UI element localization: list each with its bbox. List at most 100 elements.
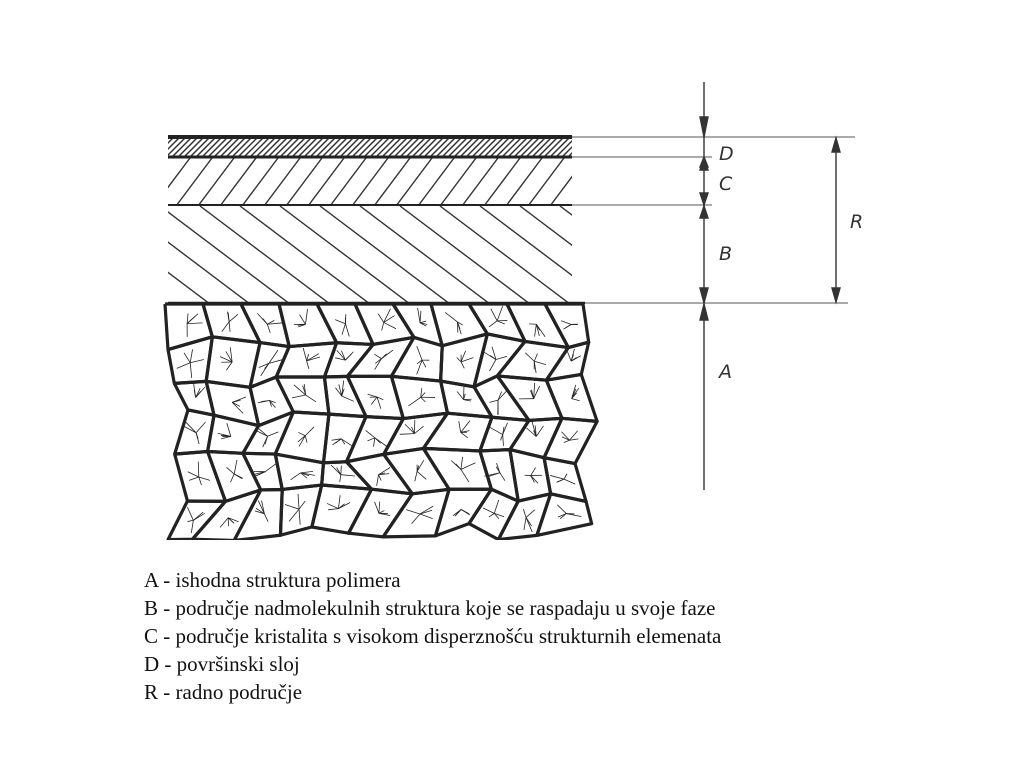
grain-texture bbox=[416, 471, 427, 480]
grain-texture bbox=[530, 475, 539, 484]
grain-texture bbox=[525, 352, 535, 362]
grain-texture bbox=[297, 435, 306, 443]
hatch-line bbox=[600, 206, 730, 304]
grain-texture bbox=[383, 308, 391, 323]
hatch-line bbox=[411, 137, 433, 157]
hatch-line bbox=[273, 137, 295, 157]
grain-texture bbox=[231, 402, 244, 414]
hatch-line bbox=[519, 206, 572, 247]
hatch-line bbox=[168, 301, 171, 304]
legend-item-a: A - ishodna struktura polimera bbox=[144, 568, 401, 592]
grain-texture bbox=[190, 359, 204, 364]
hatch-line bbox=[168, 211, 291, 304]
hatch-line bbox=[189, 137, 211, 157]
grain-texture bbox=[193, 390, 197, 398]
grain-texture bbox=[304, 426, 315, 437]
hatch-line bbox=[483, 137, 505, 157]
hatch-line bbox=[176, 158, 213, 205]
arrow-c-bottom bbox=[699, 192, 709, 208]
hatch-line bbox=[237, 137, 259, 157]
grain-texture bbox=[550, 475, 565, 480]
grain-texture bbox=[533, 383, 536, 399]
hatch-line bbox=[291, 137, 313, 157]
grain-texture bbox=[376, 396, 384, 401]
hatch-line bbox=[285, 137, 307, 157]
grain-texture bbox=[258, 428, 268, 437]
grain-texture bbox=[197, 461, 200, 478]
grain-texture bbox=[367, 393, 378, 398]
grain-texture bbox=[306, 353, 319, 362]
grain-texture bbox=[419, 310, 422, 323]
layer-dimension-line bbox=[698, 82, 710, 490]
legend-item-d: D - površinski sloj bbox=[144, 652, 300, 676]
hatch-line bbox=[327, 137, 349, 157]
label-r: R bbox=[850, 211, 863, 233]
grain-texture bbox=[450, 460, 462, 470]
grain-texture bbox=[306, 356, 321, 362]
grain-texture bbox=[565, 324, 572, 329]
arrow-b-bottom bbox=[699, 287, 709, 306]
hatch-line bbox=[506, 158, 543, 205]
grain-texture bbox=[338, 384, 343, 397]
grain-texture bbox=[561, 431, 570, 441]
grain-texture bbox=[341, 380, 345, 397]
legend-item-b: B - područje nadmolekulnih struktura koj… bbox=[144, 596, 716, 620]
grain-texture bbox=[378, 474, 382, 481]
grain-texture bbox=[419, 509, 433, 515]
grain-texture bbox=[490, 308, 498, 322]
hatch-line bbox=[507, 137, 529, 157]
arrow-r-bottom bbox=[831, 287, 841, 305]
grain-texture bbox=[230, 473, 235, 483]
grain-texture bbox=[341, 323, 346, 335]
arrow-d-top bbox=[699, 116, 709, 138]
grain-texture bbox=[298, 432, 306, 437]
grain-texture bbox=[531, 421, 537, 437]
grain-texture bbox=[189, 362, 193, 378]
grain-texture bbox=[187, 322, 203, 324]
grain-texture bbox=[300, 472, 308, 479]
hatch-line bbox=[484, 158, 521, 205]
grain-texture bbox=[226, 466, 235, 475]
grain-texture bbox=[256, 430, 268, 437]
grain-texture bbox=[419, 513, 433, 519]
hatch-line bbox=[393, 137, 415, 157]
hatch-line bbox=[279, 206, 411, 304]
grain-texture bbox=[293, 384, 306, 396]
hatch-line bbox=[264, 158, 301, 205]
grain-texture bbox=[335, 387, 342, 397]
grain-boundary bbox=[322, 374, 368, 419]
grain-texture bbox=[341, 388, 345, 397]
grain-texture bbox=[335, 357, 346, 361]
grain-texture bbox=[488, 426, 503, 435]
hatch-line bbox=[399, 137, 421, 157]
grain-texture bbox=[522, 508, 527, 518]
grain-texture bbox=[267, 320, 275, 325]
hatch-line bbox=[477, 137, 499, 157]
grain-texture bbox=[221, 321, 230, 332]
grain-texture bbox=[378, 512, 391, 517]
hatch-line bbox=[374, 158, 411, 205]
hatch-line bbox=[168, 137, 187, 157]
grain-texture bbox=[566, 513, 582, 517]
grain-texture bbox=[183, 425, 197, 434]
grain-texture bbox=[176, 362, 191, 369]
grain-texture bbox=[460, 420, 471, 433]
grain-texture bbox=[378, 467, 391, 476]
grain-texture bbox=[416, 460, 425, 472]
grain-texture bbox=[534, 324, 537, 337]
grain-texture bbox=[228, 517, 239, 523]
hatch-line bbox=[418, 158, 455, 205]
grain-texture bbox=[488, 513, 495, 518]
grain-texture bbox=[233, 459, 238, 475]
grain-texture bbox=[260, 363, 270, 376]
grain-texture bbox=[374, 501, 380, 514]
grain-texture bbox=[557, 478, 565, 483]
grain-texture bbox=[258, 363, 270, 368]
hatch-line bbox=[321, 137, 343, 157]
grain-boundary bbox=[205, 413, 261, 455]
hatch-line bbox=[479, 206, 572, 277]
label-c: C bbox=[719, 173, 733, 195]
grain-texture bbox=[226, 361, 233, 371]
grain-boundary bbox=[543, 302, 591, 350]
grain-texture bbox=[482, 507, 495, 514]
